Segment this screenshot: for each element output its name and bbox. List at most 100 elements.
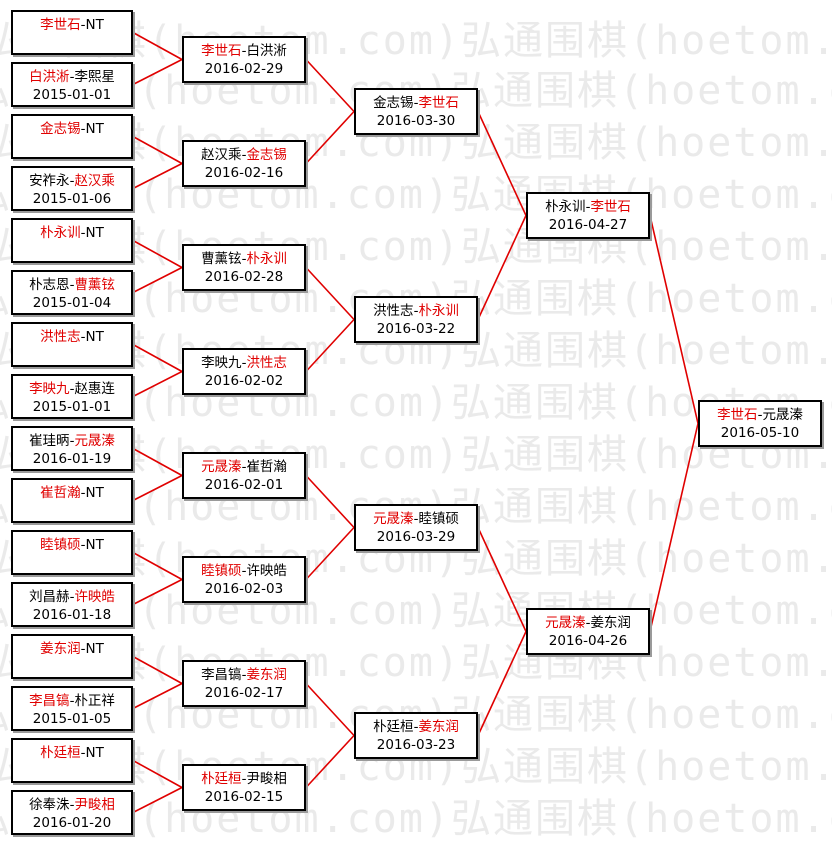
player-name: 元晟溱 [74,433,115,449]
match-players: 元晟溱-崔哲瀚 [184,459,304,477]
player-name: 李昌镐 [29,693,70,709]
match-date: 2015-01-05 [32,711,112,727]
name-separator: - [757,407,763,423]
player-name: 姜东润 [590,615,631,631]
connector-line [132,266,183,294]
name-separator: - [80,745,86,761]
player-name: NT [85,329,104,345]
connector-line [477,631,527,736]
name-separator: - [69,693,75,709]
player-name: 洪性志 [246,355,287,371]
match-players: 李世石-元晟溱 [700,407,820,425]
connector-line [132,682,183,710]
player-name: NT [85,641,104,657]
match-players: 崔珪昞-元晟溱 [13,433,131,451]
player-name: 曹薰铉 [201,251,242,267]
connector-line [305,110,355,165]
player-name: 洪性志 [373,303,414,319]
player-name: 朴永训 [545,199,586,215]
player-name: 元晟溱 [201,459,242,475]
player-name: 赵惠连 [74,381,115,397]
connector-line [477,111,527,216]
match-players: 元晟溱-姜东润 [528,615,648,633]
player-name: 元晟溱 [545,615,586,631]
match-date [13,243,131,261]
player-name: 金志锡 [40,121,81,137]
player-name: 朴永训 [246,251,287,267]
player-name: 许映皓 [74,589,115,605]
match-players: 金志锡-李世石 [356,95,476,113]
player-name: 朴志恩 [29,277,70,293]
match-date: 2016-01-19 [32,451,112,467]
match-players: 曹薰铉-朴永训 [184,251,304,269]
name-separator: - [241,771,247,787]
player-name: 李熙星 [74,69,115,85]
match-date [13,763,131,781]
player-name: 朴廷桓 [40,745,81,761]
match-date: 2015-01-04 [32,295,112,311]
player-name: NT [85,745,104,761]
player-name: 曹薰铉 [74,277,115,293]
match-players: 元晟溱-睦镇硕 [356,511,476,529]
name-separator: - [69,433,75,449]
connector-line [305,266,355,321]
match-date: 2016-05-10 [720,425,800,441]
connector-line [649,423,699,632]
match-players: 李世石-白洪淅 [184,43,304,61]
match-date: 2015-01-01 [32,87,112,103]
match-players: 赵汉乘-金志锡 [184,147,304,165]
player-name: 睦镇硕 [201,563,242,579]
match-date: 2016-03-22 [376,321,456,337]
connector-line [132,759,183,789]
match-players: 朴永训-NT [13,225,131,243]
match-players: 姜东润-NT [13,641,131,659]
match-date: 2016-01-20 [32,815,112,831]
match-players: 白洪淅-李熙星 [13,69,131,87]
match-players: 李昌镐-姜东润 [184,667,304,685]
connector-line [132,447,183,477]
player-name: 姜东润 [40,641,81,657]
player-name: 崔哲瀚 [40,485,81,501]
match-players: 洪性志-朴永训 [356,303,476,321]
connector-line [132,31,183,61]
match-date: 2016-02-03 [204,581,284,597]
player-name: 朴永训 [40,225,81,241]
match-date: 2015-01-06 [32,191,112,207]
match-players: 朴廷桓-NT [13,745,131,763]
match-date: 2016-02-15 [204,789,284,805]
name-separator: - [585,199,591,215]
name-separator: - [69,277,75,293]
match-box: 姜东润-NT [11,634,133,679]
connector-line [132,474,183,502]
name-separator: - [80,17,86,33]
name-separator: - [69,589,75,605]
player-name: 姜东润 [418,719,459,735]
player-name: 许映皓 [246,563,287,579]
player-name: 安祚永 [29,173,70,189]
name-separator: - [80,225,86,241]
match-date: 2016-02-02 [204,373,284,389]
name-separator: - [241,459,247,475]
match-date: 2016-03-29 [376,529,456,545]
connector-line [132,786,183,814]
match-box: 洪性志-NT [11,322,133,367]
match-players: 朴志恩-曹薰铉 [13,277,131,295]
match-box: 睦镇硕-NT [11,530,133,575]
match-date [13,35,131,53]
connector-line [132,551,183,581]
match-players: 朴永训-李世石 [528,199,648,217]
connector-line [132,58,183,86]
match-box: 崔哲瀚-NT [11,478,133,523]
player-name: 崔珪昞 [29,433,70,449]
player-name: 朴廷桓 [201,771,242,787]
